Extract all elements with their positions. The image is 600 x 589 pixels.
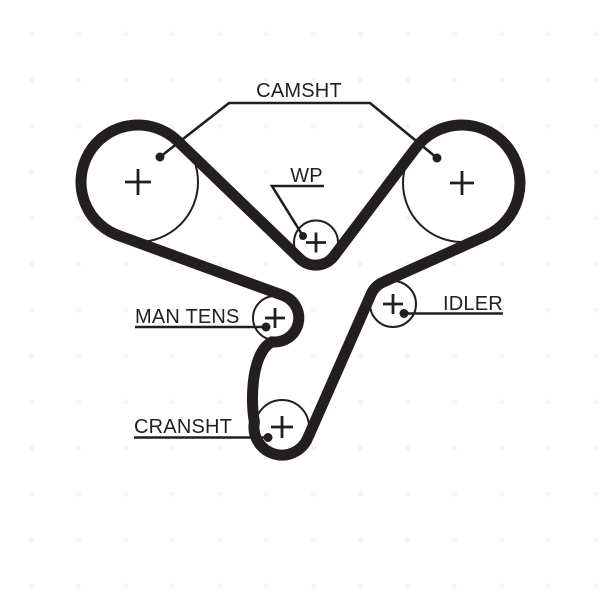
idler-leader-dot xyxy=(399,309,409,318)
water-pump-leader-dot xyxy=(299,232,307,240)
crankshaft-leader-dot xyxy=(263,433,273,442)
water-pump-label: WP xyxy=(290,165,323,187)
camshaft-right-leader-dot xyxy=(432,153,442,163)
camshaft-label: CAMSHT xyxy=(256,80,342,102)
timing-belt xyxy=(75,119,526,461)
camshaft-leader-line xyxy=(159,101,438,160)
manual-tensioner-center-cross xyxy=(265,308,285,328)
camshaft-left-center-cross xyxy=(125,169,151,195)
water-pump-leader-line xyxy=(269,184,324,237)
crankshaft-label: CRANSHT xyxy=(134,416,232,438)
camshaft-right-center-cross xyxy=(450,171,474,195)
camshaft-left-leader-dot xyxy=(155,152,165,162)
crankshaft-center-cross xyxy=(271,416,293,438)
manual-tensioner-leader-dot xyxy=(261,322,271,332)
callout-water-pump: WP xyxy=(269,165,324,240)
idler-label: IDLER xyxy=(443,293,503,315)
callout-crankshaft: CRANSHT xyxy=(134,416,273,442)
idler-center-cross xyxy=(383,294,403,314)
callout-manual-tensioner: MAN TENS xyxy=(135,306,271,332)
callout-idler: IDLER xyxy=(399,293,503,318)
callout-camshaft: CAMSHT xyxy=(155,80,442,163)
crosses-layer xyxy=(125,169,474,438)
water-pump-center-cross xyxy=(306,232,326,253)
manual-tensioner-label: MAN TENS xyxy=(135,306,240,328)
